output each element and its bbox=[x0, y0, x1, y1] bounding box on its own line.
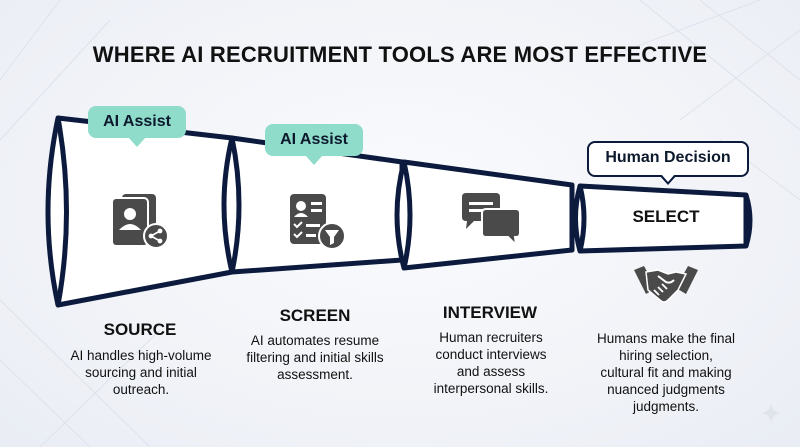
desc-line: hiring selection, bbox=[619, 348, 713, 363]
desc-line: conduct interviews bbox=[435, 347, 547, 362]
stage-title-source: SOURCE bbox=[103, 320, 177, 339]
ai-assist-badge-screen: AI Assist bbox=[265, 124, 363, 165]
resume-filter-icon bbox=[290, 194, 346, 250]
funnel-segment-select bbox=[573, 183, 749, 254]
desc-line: AI automates resume bbox=[250, 333, 380, 348]
desc-line: AI handles high-volume bbox=[70, 348, 212, 363]
stage-desc-screen: AI automates resume filtering and initia… bbox=[222, 332, 408, 383]
desc-line: filtering and initial skills bbox=[246, 350, 384, 365]
stage-desc-source: AI handles high-volume sourcing and init… bbox=[48, 347, 234, 398]
select-stage-label: SELECT bbox=[632, 207, 700, 226]
human-decision-badge: Human Decision bbox=[587, 141, 749, 185]
stage-desc-select: Humans make the final hiring selection, … bbox=[578, 330, 754, 415]
desc-line: interpersonal skills. bbox=[433, 381, 549, 396]
stage-title-screen: SCREEN bbox=[279, 306, 351, 325]
stage-title-interview: INTERVIEW bbox=[442, 303, 538, 322]
page-title: WHERE AI RECRUITMENT TOOLS ARE MOST EFFE… bbox=[92, 42, 708, 67]
desc-line: and assess bbox=[456, 364, 526, 379]
ai-assist-badge-source: AI Assist bbox=[88, 106, 186, 147]
stage-desc-interview: Human recruiters conduct interviews and … bbox=[398, 329, 584, 397]
handshake-icon bbox=[634, 266, 698, 303]
chat-bubbles-icon bbox=[462, 193, 521, 247]
desc-line: cultural fit and making bbox=[600, 365, 732, 380]
sparkle-icon bbox=[761, 403, 781, 423]
desc-line: assessment. bbox=[277, 367, 353, 382]
desc-line: Humans make the final bbox=[596, 331, 736, 346]
contact-share-icon bbox=[111, 194, 169, 249]
desc-line: nuanced judgments bbox=[607, 382, 725, 397]
desc-line: judgments. bbox=[632, 399, 700, 414]
desc-line: sourcing and initial bbox=[85, 365, 197, 380]
desc-line: Human recruiters bbox=[439, 330, 543, 345]
desc-line: outreach. bbox=[112, 382, 170, 397]
